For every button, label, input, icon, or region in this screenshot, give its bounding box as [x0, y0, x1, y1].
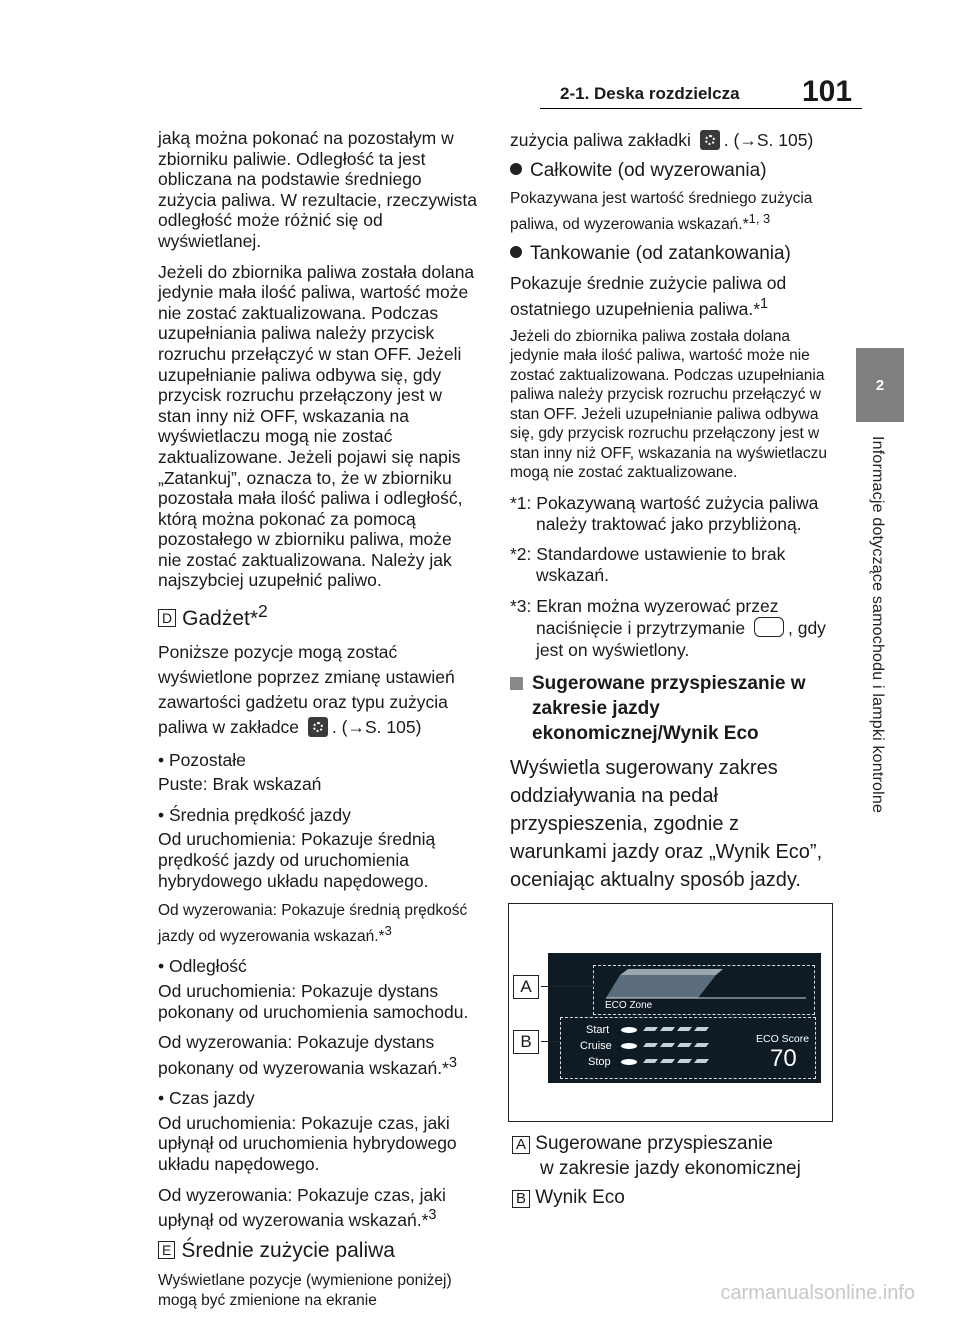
footnote: *3: Ekran można wyzerować przez naciśnię… — [510, 595, 835, 661]
paragraph: Od uruchomienia: Pokazuje czas, jaki upł… — [158, 1112, 457, 1174]
paragraph: Od wyzerowania: Pokazuje dystans pokonan… — [158, 1032, 478, 1078]
settings-gear-icon — [699, 130, 720, 150]
chapter-tab: 2 — [856, 348, 904, 422]
paragraph: zużycia paliwa zakładki . (→S. 105) — [510, 130, 835, 151]
legend-item-b: B Wynik Eco — [512, 1186, 625, 1210]
bullet-item: • Odległość — [158, 956, 247, 977]
text: zużycia paliwa zakładki — [510, 130, 691, 150]
header-rule — [540, 108, 862, 109]
figure-label-a: A — [513, 975, 539, 999]
paragraph: Jeżeli do zbiornika paliwa została dolan… — [158, 261, 475, 591]
eco-score-label: ECO Score — [756, 1033, 810, 1045]
subheading-text: Tankowanie (od zatankowania) — [530, 243, 791, 265]
section-e-heading: E Średnie zużycie paliwa — [158, 1238, 478, 1262]
text: Poniższe pozycje mogą zostać wyświetlone… — [158, 641, 455, 737]
start-label: Start — [586, 1024, 610, 1036]
section-title: 2-1. Deska rozdzielcza — [560, 84, 740, 103]
footnote-key: *3: — [510, 596, 532, 617]
bullet-dot-icon — [510, 246, 522, 259]
paragraph: Jeżeli do zbiornika paliwa została dolan… — [510, 327, 828, 482]
square-bullet-icon — [510, 677, 523, 691]
right-column: zużycia paliwa zakładki . (→S. 105) Całk… — [510, 130, 835, 904]
stop-label: Stop — [588, 1056, 611, 1068]
eco-zone-label: ECO Zone — [605, 1000, 653, 1011]
page-number: 101 — [802, 75, 853, 108]
paragraph: Od wyzerowania: Pokazuje średnią prędkoś… — [158, 901, 478, 946]
settings-gear-icon — [307, 716, 328, 737]
footnote-text: , gdy jest on wyświetlony. — [536, 618, 826, 661]
footnote-ref: 3 — [448, 1054, 457, 1071]
subheading: Tankowanie (od zatankowania) — [510, 244, 835, 265]
text: Od wyzerowania: Pokazuje średnią prędkoś… — [158, 902, 468, 945]
footnote-key: *2: — [510, 544, 532, 565]
legend-text: Wynik Eco — [535, 1187, 625, 1208]
paragraph: Puste: Brak wskazań — [158, 774, 322, 795]
bullet-item: • Czas jazdy — [158, 1088, 255, 1109]
footnote-ref: 1 — [760, 295, 769, 312]
legend-item-a-cont: w zakresie jazdy ekonomicznej — [540, 1158, 801, 1179]
footnote-text: Pokazywaną wartość zużycia paliwa należy… — [536, 492, 819, 534]
legend-text: Sugerowane przyspieszanie — [535, 1133, 773, 1154]
footnote-text: Standardowe ustawienie to brak wskazań. — [536, 544, 786, 585]
bullet-dot-icon — [510, 162, 522, 175]
legend-key-b: B — [512, 1190, 531, 1208]
paragraph: Pokazuje średnie zużycie paliwa od ostat… — [510, 273, 835, 319]
legend-key-a: A — [512, 1136, 531, 1154]
section-d-title: Gadżet* — [182, 607, 259, 631]
figure-frame — [508, 903, 833, 1122]
footnote-ref: 2 — [258, 601, 268, 622]
eco-score-bars — [621, 1027, 709, 1065]
figure-label-b: B — [513, 1030, 539, 1054]
paragraph: Wyświetlane pozycje (wymienione poniżej)… — [158, 1272, 452, 1309]
subsection-title: Sugerowane przyspieszanie w zakresie jaz… — [532, 673, 806, 745]
chapter-title: Informacje dotyczące samochodu i lampki … — [869, 436, 886, 814]
leader-line-a — [541, 986, 597, 987]
paragraph: Wyświetla sugerowany zakres oddziaływani… — [510, 757, 823, 892]
paragraph: Od uruchomienia: Pokazuje średnią prędko… — [158, 829, 436, 891]
chapter-number: 2 — [875, 376, 885, 394]
text: Od wyzerowania: Pokazuje czas, jaki upły… — [158, 1184, 446, 1230]
paragraph: Poniższe pozycje mogą zostać wyświetlone… — [158, 640, 478, 740]
bullet-item: • Średnia prędkość jazdy — [158, 804, 351, 825]
eco-score-region — [560, 1017, 816, 1079]
text: Pokazywana jest wartość średniego zużyci… — [510, 190, 813, 233]
steering-button-icon — [753, 617, 784, 638]
leader-line-b — [541, 1041, 563, 1042]
footnote-ref: 1, 3 — [748, 210, 771, 226]
legend-item-a: A Sugerowane przyspieszanie — [512, 1132, 773, 1156]
footnote-ref: 3 — [428, 1207, 437, 1224]
bullet-item: • Pozostałe — [158, 749, 246, 770]
footnote-text: Ekran można wyzerować przez naciśnięcie … — [536, 596, 779, 639]
left-column: jaką można pokonać na pozostałym w zbior… — [158, 128, 478, 1320]
section-e-label: E — [158, 1240, 176, 1259]
subsection-heading: Sugerowane przyspieszanie w zakresie jaz… — [510, 671, 835, 746]
text: . (→S. 105) — [331, 716, 422, 737]
section-e-title: Średnie zużycie paliwa — [181, 1238, 395, 1262]
text: . (→S. 105) — [723, 130, 814, 150]
footnote-ref: 3 — [384, 922, 392, 938]
paragraph: Pokazywana jest wartość średniego zużyci… — [510, 189, 835, 234]
footnote: *2: Standardowe ustawienie to brak wskaz… — [510, 544, 835, 585]
text: Od wyzerowania: Pokazuje dystans pokonan… — [158, 1032, 449, 1078]
cruise-label: Cruise — [580, 1040, 612, 1052]
paragraph: Od uruchomienia: Pokazuje dystans pokona… — [158, 980, 469, 1022]
eco-zone-region — [593, 965, 815, 1015]
eco-score-value: 70 — [770, 1045, 797, 1072]
footnote: *1: Pokazywaną wartość zużycia paliwa na… — [510, 493, 835, 534]
text: Pokazuje średnie zużycie paliwa od ostat… — [510, 272, 787, 319]
paragraph: Od wyzerowania: Pokazuje czas, jaki upły… — [158, 1185, 478, 1231]
subheading-text: Całkowite (od wyzerowania) — [530, 159, 767, 181]
eco-display-screen: ECO Zone Start Cruise Stop ECO Score 70 — [548, 953, 821, 1083]
watermark: carmanualsonline.info — [720, 1282, 915, 1304]
paragraph: jaką można pokonać na pozostałym w zbior… — [158, 128, 477, 251]
subheading: Całkowite (od wyzerowania) — [510, 159, 835, 182]
section-d-label: D — [158, 609, 177, 628]
section-d-heading: D Gadżet*2 — [158, 601, 478, 630]
footnote-key: *1: — [510, 492, 532, 513]
eco-zone-gauge — [606, 969, 806, 999]
